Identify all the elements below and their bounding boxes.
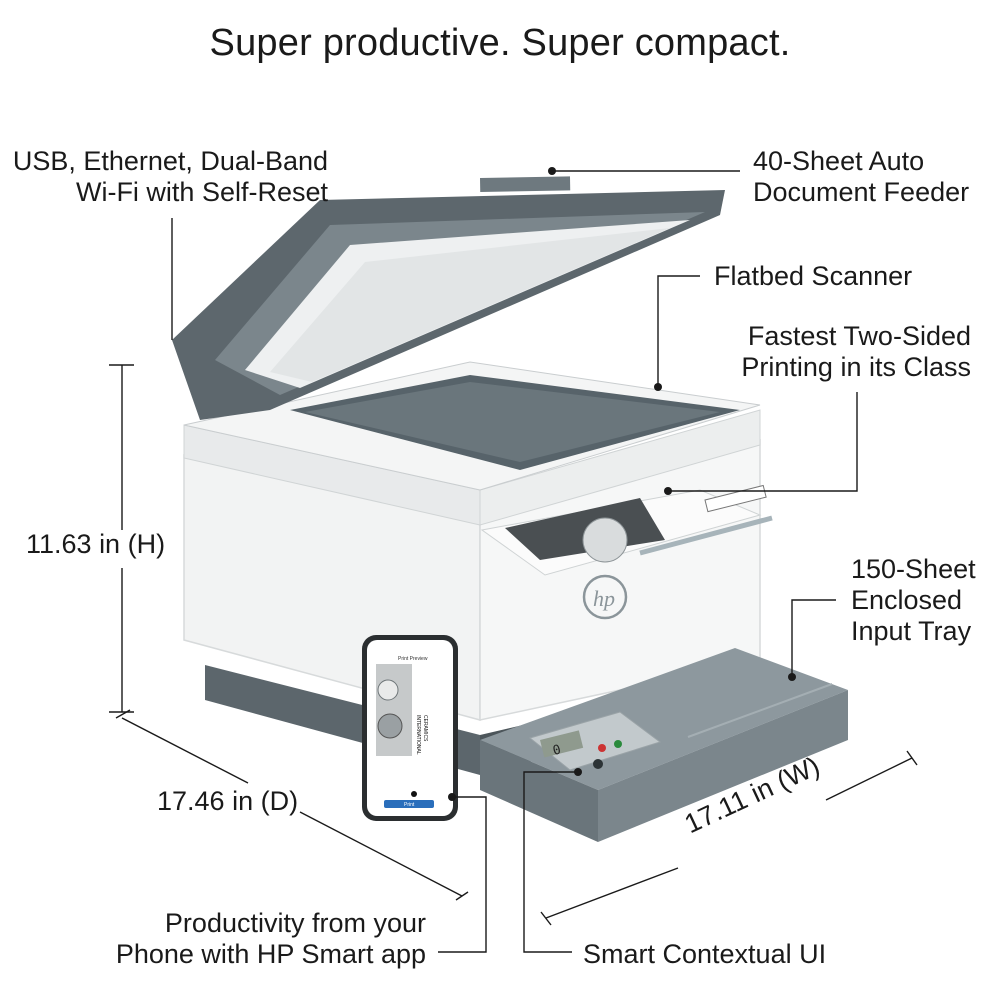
hp-logo: hp [582,574,628,620]
svg-text:CERAMICS: CERAMICS [422,715,428,742]
control-panel-display [539,730,584,758]
svg-text:Print: Print [404,802,415,808]
adf-label: 40-Sheet Auto Document Feeder [753,146,970,207]
callout-dots [448,167,796,801]
connectivity-label: USB, Ethernet, Dual-Band Wi-Fi with Self… [12,146,328,207]
page-title: Super productive. Super compact. [209,22,791,64]
input-tray-label: 150-Sheet Enclosed Input Tray [851,554,976,646]
depth-dimension: 17.46 in (D) [157,786,299,816]
svg-text:Print Preview: Print Preview [398,656,428,662]
hp-logo-text: hp [593,586,615,611]
control-panel: 0 [528,711,662,771]
width-line-left [545,867,679,919]
smart-ui-label: Smart Contextual UI [583,939,827,969]
duplex-leader [668,392,858,492]
flatbed-scanner [183,361,761,491]
hp-smart-app-label: Productivity from your Phone with HP Sma… [115,908,426,969]
flatbed-scanner-label: Flatbed Scanner [714,261,913,291]
duplex-printing-label: Fastest Two-Sided Printing in its Class [741,321,971,382]
start-button-icon [614,740,622,748]
dimension-lines [109,364,918,926]
scanner-leader [657,275,700,387]
callout-lines [171,170,858,953]
height-dimension: 11.63 in (H) [26,529,166,559]
cancel-button-icon [598,744,606,752]
width-line-right [825,757,913,801]
svg-text:0: 0 [551,742,562,758]
tray-leader [791,599,836,677]
app-leader [438,796,487,953]
svg-text:INTERNATIONAL: INTERNATIONAL [415,715,421,755]
output-paper [480,484,773,576]
depth-line-bottom [299,811,463,897]
power-button-icon [593,759,603,769]
smartphone: Print Preview INTERNATIONAL CERAMICS Pri… [362,635,458,821]
document-feeder-lid [172,176,725,420]
depth-line-top [121,717,249,784]
ui-leader [523,771,578,953]
